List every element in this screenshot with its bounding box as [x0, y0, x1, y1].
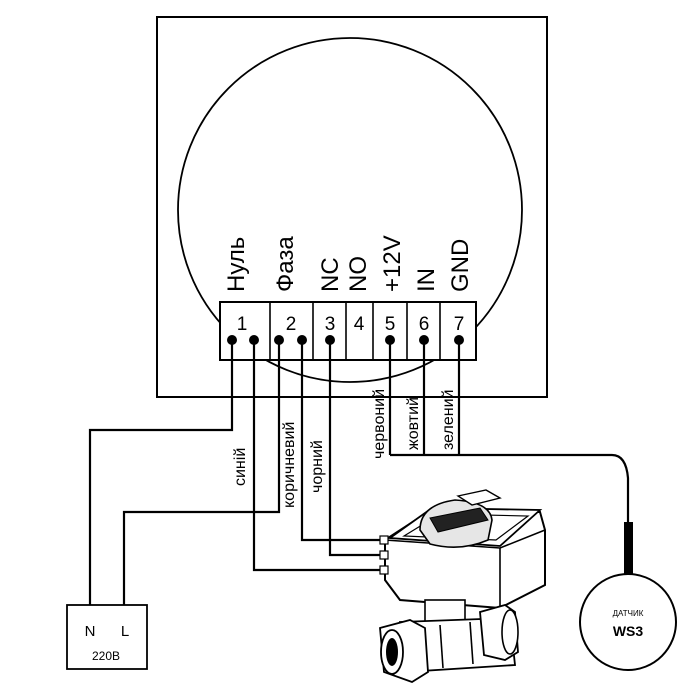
terminal-label-7: GND	[447, 239, 474, 292]
terminal-number-4: 4	[354, 314, 365, 335]
terminal-number-2: 2	[286, 314, 297, 335]
sensor-model: WS3	[613, 623, 644, 639]
terminal-label-2: Фаза	[272, 236, 299, 292]
terminal-label-3: NC	[317, 257, 344, 292]
wire-label-red: червоний	[371, 389, 388, 459]
wire-label-brown: коричневий	[281, 422, 298, 508]
motorized-valve	[379, 489, 546, 683]
wire-black	[328, 340, 385, 557]
terminal-block	[219, 301, 477, 361]
sensor-cable	[390, 453, 630, 525]
terminal-number-3: 3	[325, 314, 336, 335]
wire-phase	[122, 340, 281, 612]
sensor-cable-sleeve	[624, 522, 633, 574]
sensor-ws3	[579, 573, 677, 671]
sensor-caption: ДАТЧИК	[613, 609, 644, 618]
wire-label-blue: синій	[232, 448, 249, 486]
wire-label-black: чорний	[309, 440, 326, 493]
wire-blue	[252, 340, 385, 572]
terminal-number-1: 1	[237, 314, 248, 335]
terminal-label-6: IN	[413, 268, 440, 292]
power-l-label: L	[121, 623, 129, 640]
terminal-label-5: +12V	[379, 235, 406, 292]
terminal-number-5: 5	[385, 314, 396, 335]
power-n-label: N	[85, 623, 96, 640]
terminal-number-7: 7	[454, 314, 465, 335]
power-voltage-label: 220В	[92, 649, 120, 663]
terminal-number-6: 6	[419, 314, 430, 335]
power-supply-box	[66, 604, 148, 670]
wire-neutral	[88, 340, 234, 612]
wire-label-green: зелений	[440, 390, 457, 450]
terminal-label-4: NO	[345, 256, 372, 292]
controller-dial	[177, 37, 523, 383]
terminal-dividers	[269, 302, 441, 360]
wire-label-yellow: жовтий	[405, 397, 422, 450]
terminal-label-1: Нуль	[223, 237, 250, 292]
wire-brown	[300, 340, 385, 542]
